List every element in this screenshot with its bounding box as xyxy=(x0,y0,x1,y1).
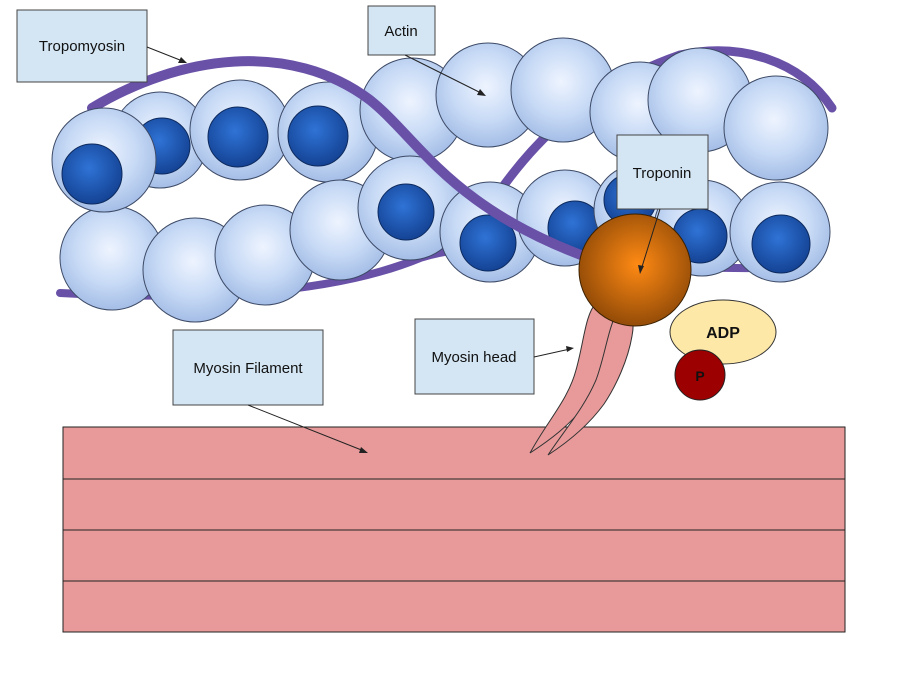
actin-callout: Actin xyxy=(367,5,486,96)
actin-label: Actin xyxy=(384,23,417,40)
tropomyosin-label: Tropomyosin xyxy=(39,38,125,55)
myosin-filament xyxy=(62,426,846,633)
actin-bead xyxy=(723,75,829,181)
myosin-head-label-box xyxy=(414,318,535,395)
myosin-head-callout: Myosin head xyxy=(414,318,574,395)
arrowhead-icon xyxy=(566,346,574,352)
actin-bead xyxy=(277,81,379,183)
arrowhead-icon xyxy=(359,447,368,453)
myosin-filament-label-box xyxy=(172,329,324,406)
actin-bead xyxy=(357,155,463,261)
arrowhead-icon xyxy=(178,57,187,63)
tropomyosin-pointer xyxy=(146,46,186,63)
myosin-head-label: Myosin head xyxy=(431,349,516,366)
myosin-filament-label: Myosin Filament xyxy=(193,360,303,377)
myosin-filament-pointer xyxy=(247,404,365,452)
actin-label-box xyxy=(367,5,436,56)
tropomyosin-callout: Tropomyosin xyxy=(16,9,187,83)
myosin-filament-strand xyxy=(62,580,846,633)
adp-label: ADP xyxy=(706,325,740,342)
troponin-callout: Troponin xyxy=(616,134,709,274)
troponin-complex xyxy=(578,213,692,327)
actin-bead xyxy=(729,181,831,283)
myosin-filament-strand xyxy=(62,478,846,531)
phosphate-label: P xyxy=(695,368,704,384)
troponin-label-box xyxy=(616,134,709,210)
actin-bead xyxy=(51,107,157,213)
troponin-label: Troponin xyxy=(633,165,692,182)
tropomyosin-strand-front xyxy=(87,56,605,267)
myosin-filament-strand xyxy=(62,426,846,480)
troponin-pointer xyxy=(640,208,661,271)
arrowhead-icon xyxy=(638,265,644,274)
tropomyosin-label-box xyxy=(16,9,148,83)
tropomyosin-strand-back xyxy=(465,46,837,243)
actin-bead xyxy=(189,79,291,181)
myosin-head-pointer xyxy=(533,348,571,358)
actin-bead xyxy=(439,181,541,283)
myosin-filament-strand xyxy=(62,529,846,582)
phosphate-molecule xyxy=(674,349,726,401)
actin-pointer xyxy=(404,54,484,95)
arrowhead-icon xyxy=(477,89,486,96)
myosin-filament-callout: Myosin Filament xyxy=(172,329,368,453)
